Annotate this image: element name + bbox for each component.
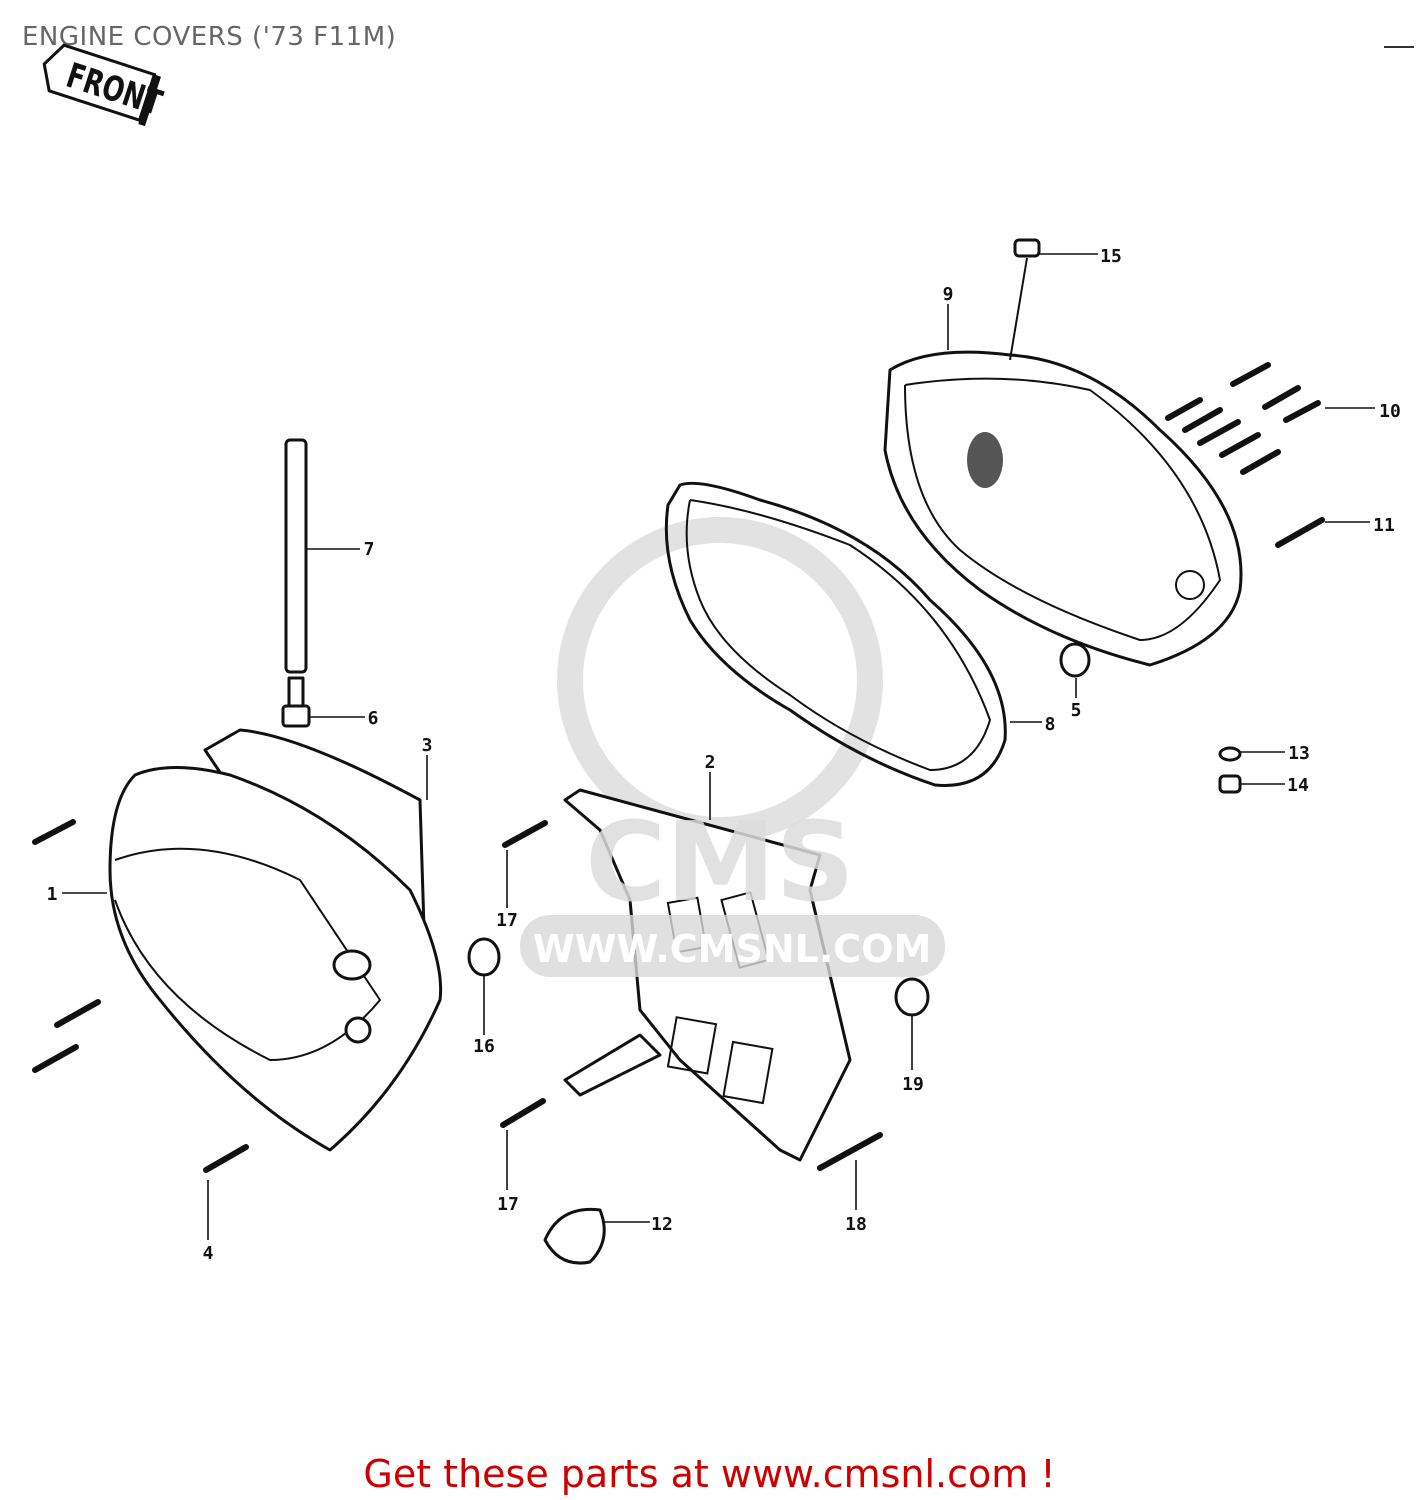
- callout-14: 14: [1287, 775, 1309, 796]
- part-9-clutch-cover: [883, 350, 1243, 667]
- part-15-plug: [1009, 238, 1041, 361]
- part-16-collar: [467, 937, 501, 977]
- part-12-clip: [543, 1207, 606, 1265]
- part-10-screws: [1165, 362, 1321, 475]
- part-13-washer: [1218, 746, 1242, 762]
- callout-5: 5: [1071, 700, 1082, 721]
- callout-9: 9: [943, 284, 954, 305]
- callout-19: 19: [902, 1074, 924, 1095]
- watermark-banner: [520, 915, 945, 977]
- callout-3: 3: [422, 735, 433, 756]
- callout-17b: 17: [497, 1194, 519, 1215]
- callout-13: 13: [1288, 743, 1310, 764]
- front-arrow-icon: FRONT: [42, 43, 167, 127]
- part-5-oil-seal: [1059, 642, 1091, 678]
- watermark-ring: [557, 517, 883, 843]
- callout-8: 8: [1045, 714, 1056, 735]
- part-1-cover-detail: [114, 847, 382, 1062]
- part-7-tube: [284, 438, 308, 674]
- part-1-boss-2: [344, 1016, 372, 1044]
- watermark-logo: CMS: [585, 798, 854, 926]
- part-2-bracket: [563, 1033, 662, 1097]
- part-4-bolts: [32, 819, 249, 1173]
- callout-10: 10: [1379, 401, 1401, 422]
- callout-4: 4: [203, 1243, 214, 1264]
- part-6-fitting: [281, 676, 311, 728]
- part-19-collar: [894, 977, 930, 1017]
- callout-16: 16: [473, 1036, 495, 1057]
- part-14-plug: [1218, 774, 1242, 794]
- part-8-gasket-inner: [685, 499, 992, 772]
- divider: [1384, 46, 1414, 48]
- callout-17a: 17: [496, 910, 518, 931]
- callout-6: 6: [368, 708, 379, 729]
- callout-7: 7: [364, 539, 375, 560]
- callout-2: 2: [705, 752, 716, 773]
- callout-15: 15: [1100, 246, 1122, 267]
- part-1-left-cover: [108, 766, 443, 1152]
- leader-lines: [62, 253, 1375, 1240]
- callout-11: 11: [1373, 515, 1395, 536]
- part-1-boss: [332, 949, 372, 981]
- callout-18: 18: [845, 1214, 867, 1235]
- watermark-url: WWW.CMSNL.COM: [533, 927, 932, 971]
- part-17-18-bolts: [500, 820, 883, 1171]
- callout-12: 12: [651, 1214, 673, 1235]
- page-title: ENGINE COVERS ('73 F11M): [22, 22, 397, 52]
- watermark: CMS WWW.CMSNL.COM: [520, 798, 945, 977]
- part-8-gasket: [664, 481, 1007, 787]
- shop-link[interactable]: Get these parts at www.cmsnl.com !: [363, 1452, 1056, 1496]
- callout-1: 1: [47, 884, 58, 905]
- part-11-screw: [1275, 517, 1325, 548]
